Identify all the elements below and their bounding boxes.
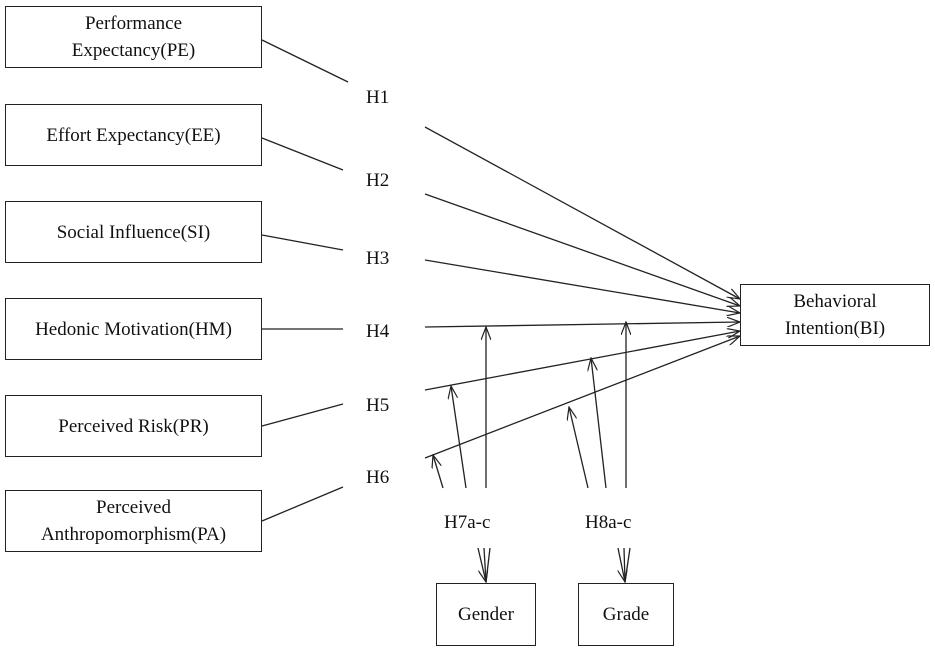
ee-to-h2-line (261, 137, 344, 171)
h8-moderation-arrow-a (569, 407, 589, 489)
h8-moderation-arrow-b (591, 358, 607, 489)
effort-expectancy-box: Effort Expectancy(EE) (5, 104, 262, 166)
pa-to-h6-line (261, 486, 344, 522)
gender-to-h7-line-a (477, 547, 486, 582)
grade-to-h8-line-c (624, 547, 631, 583)
social-influence-box: Social Influence(SI) (5, 201, 262, 263)
hypothesis-label-h6: H6 (366, 467, 390, 488)
h5-arrow (424, 331, 740, 391)
perceived-anthropomorphism-box: Perceived Anthropomorphism(PA) (5, 490, 262, 552)
h7-moderation-arrow-a (433, 455, 444, 489)
h2-arrow (424, 193, 740, 306)
hypothesis-label-h5: H5 (366, 395, 390, 416)
gender-to-h7-line-b (483, 547, 487, 583)
hypothesis-label-h3: H3 (366, 248, 390, 269)
grade-to-h8-line-a (617, 547, 625, 582)
hypothesis-label-h7a-c: H7a-c (444, 512, 491, 533)
pr-to-h5-line (261, 403, 344, 427)
hedonic-motivation-box: Hedonic Motivation(HM) (5, 298, 262, 360)
si-to-h3-line (261, 234, 344, 251)
grade-box: Grade (578, 583, 674, 646)
hypothesis-label-h4: H4 (366, 321, 390, 342)
gender-to-h7-line-c (485, 547, 491, 583)
gender-box: Gender (436, 583, 536, 646)
h1-arrow (424, 126, 740, 299)
hypothesis-label-h8a-c: H8a-c (585, 512, 632, 533)
pe-to-h1-line (261, 39, 349, 83)
performance-expectancy-box: Performance Expectancy(PE) (5, 6, 262, 68)
hypothesis-label-h2: H2 (366, 170, 390, 191)
h3-arrow (424, 259, 740, 313)
grade-to-h8-line-b (623, 547, 626, 583)
h4-arrow (424, 322, 740, 328)
h7-moderation-arrow-b (451, 386, 467, 489)
perceived-risk-box: Perceived Risk(PR) (5, 395, 262, 457)
h6-arrow (424, 335, 740, 459)
behavioral-intention-box: Behavioral Intention(BI) (740, 284, 930, 346)
hypothesis-label-h1: H1 (366, 87, 390, 108)
